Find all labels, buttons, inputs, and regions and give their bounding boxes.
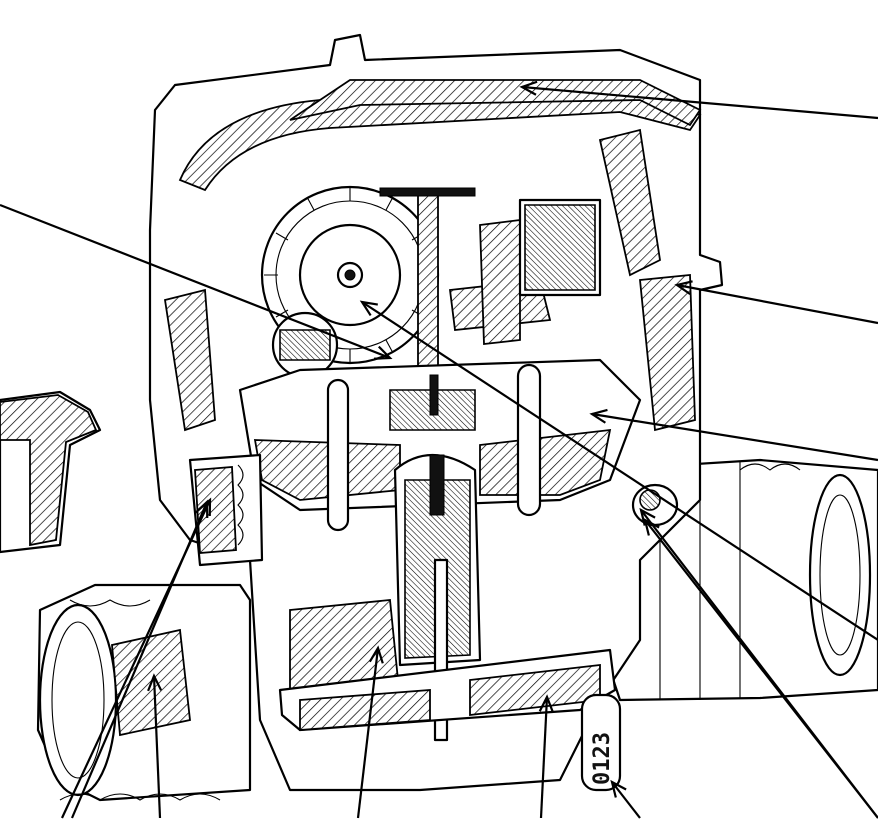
arrowhead-bearing-right [643,517,660,536]
leader-top-cover [521,85,878,120]
leader-inlet-connection [152,675,162,819]
magnet-block [289,599,399,691]
arrowhead-serial-plate [610,779,627,798]
arrowhead-inlet-connection [147,673,163,692]
leader-gear-train [361,301,878,641]
leader-housing-upper-right [676,283,878,325]
left-threaded-seal [188,453,264,567]
base-plate [278,648,617,732]
leader-base-plate [539,696,549,819]
leader-left-seal-inner [70,501,209,819]
diaphragm-chamber [238,358,642,532]
inlet-pipe [36,583,252,802]
arrowhead-diaphragm-right [589,408,608,424]
leader-lower-right-seal [640,509,878,819]
serial-plate: 0123 [580,693,622,792]
magnet-core [393,453,482,742]
leader-magnet-block [356,647,380,819]
leader-serial-plate [611,781,641,819]
serial-number: 0123 [590,732,615,785]
arrowhead-left-seal-inner [194,499,209,519]
callout-leaders [0,80,878,819]
small-gear [271,311,339,379]
arrowhead-top-cover [519,80,538,96]
arrowhead-lower-right-seal [639,507,656,526]
arrowhead-gear-train [359,300,378,317]
arrowhead-base-plate [538,694,554,713]
arrowhead-magnet-block [368,645,384,664]
arrowhead-housing-upper-right [674,280,693,296]
leader-diaphragm-right [591,412,878,462]
detached-t-piece [0,390,102,554]
leader-drive-gear [0,203,391,360]
arrowhead-drive-gear [373,345,393,360]
